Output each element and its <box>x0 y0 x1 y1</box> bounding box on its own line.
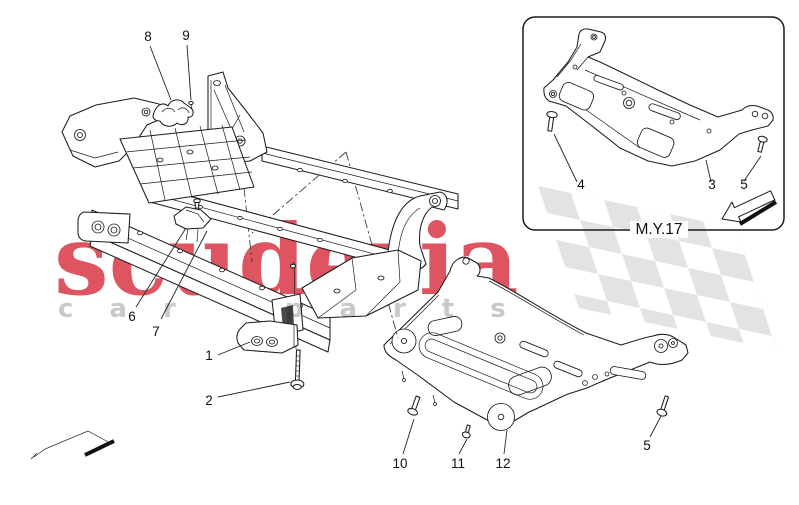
callout-leader-10 <box>402 418 415 455</box>
inset-crossmember-drawing <box>543 28 774 167</box>
callout-leader-9 <box>186 44 192 101</box>
tagline-watermark: car parts <box>58 294 542 324</box>
callout-leader-5-inset <box>743 155 762 182</box>
callout-leader-4 <box>553 133 578 183</box>
callout-5-inset: 5 <box>740 177 748 192</box>
callout-6: 6 <box>128 309 136 324</box>
main-subframe-drawing: 8 9 6 7 1 2 <box>61 28 459 408</box>
guard-screw-11 <box>461 424 471 439</box>
inset-bolt-4 <box>546 110 558 132</box>
callout-10: 10 <box>392 456 407 471</box>
checkered-flag-watermark <box>538 186 777 350</box>
callout-7: 7 <box>152 324 160 339</box>
bolt-part-2 <box>290 349 305 391</box>
page-turn-arrow-icon <box>30 430 115 460</box>
tow-bracket-part-1 <box>236 293 304 354</box>
callout-11: 11 <box>451 456 465 471</box>
screw-part-9 <box>188 100 194 110</box>
guard-bolt-10 <box>407 395 421 416</box>
callout-leader-12 <box>503 429 508 455</box>
callout-leader-1 <box>217 341 251 356</box>
callout-9: 9 <box>182 28 190 43</box>
direction-arrow-icon <box>721 190 778 226</box>
callout-4: 4 <box>577 177 585 192</box>
callout-leader-7 <box>160 230 208 320</box>
callout-leader-3 <box>705 159 712 183</box>
callout-leader-6 <box>135 227 187 308</box>
model-year-label: M.Y.17 <box>635 221 682 238</box>
callout-leader-11 <box>458 438 468 455</box>
clamp-bracket-part-8 <box>152 99 194 127</box>
inset-box: M.Y.17 4 3 5 <box>522 16 785 238</box>
guard-bolt-5 <box>656 395 670 417</box>
bracket-part-7 <box>173 206 212 243</box>
callout-5-guard: 5 <box>643 438 651 453</box>
callout-1: 1 <box>205 348 213 363</box>
callout-leader-2 <box>217 381 291 398</box>
callout-8: 8 <box>144 29 152 44</box>
callout-2: 2 <box>205 393 213 408</box>
inset-bolt-5 <box>757 135 768 153</box>
callout-3: 3 <box>708 177 716 192</box>
subframe-guard-drawing: 10 11 12 5 <box>383 256 689 471</box>
callout-leader-5-guard <box>649 415 662 438</box>
callout-leader-8 <box>149 45 172 101</box>
callout-12: 12 <box>495 456 510 471</box>
